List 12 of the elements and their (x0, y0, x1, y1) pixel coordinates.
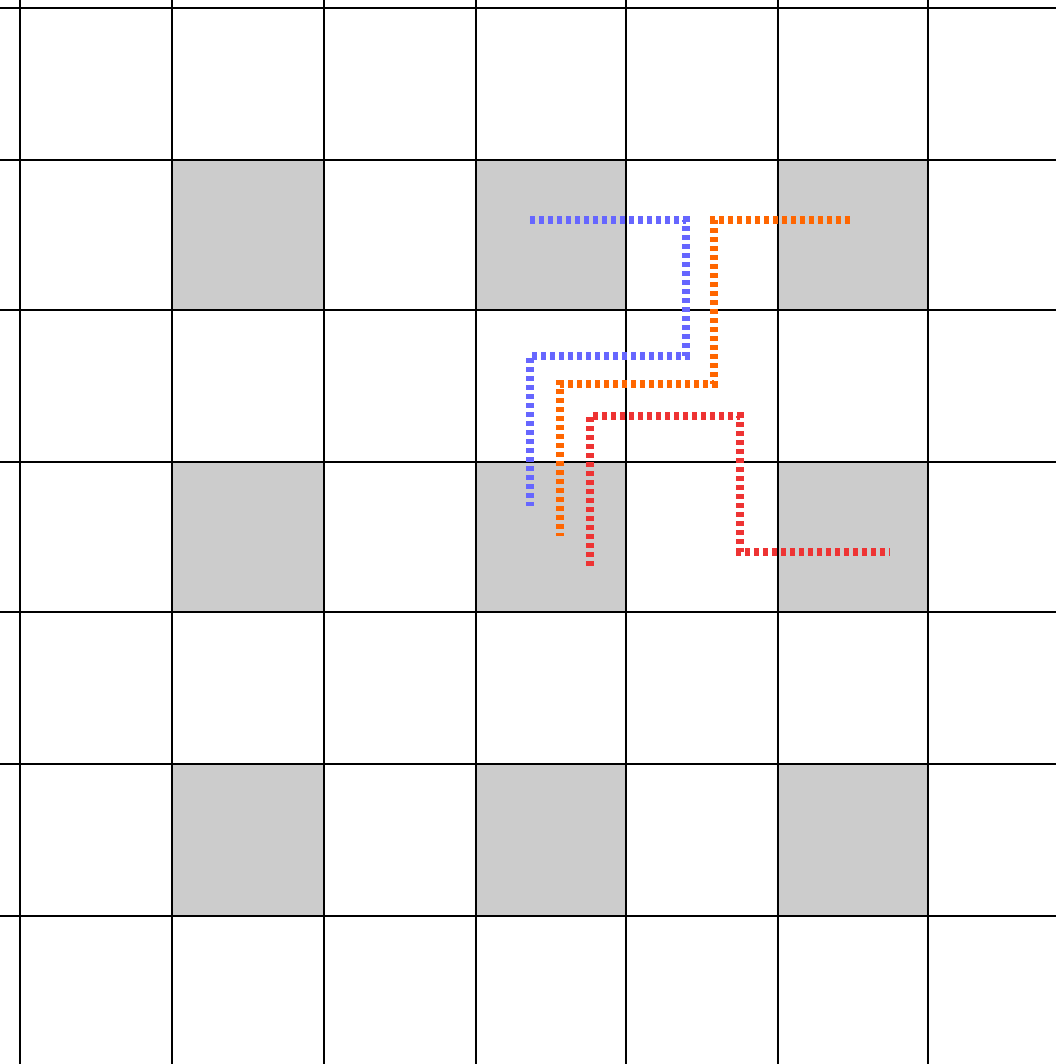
shaded-cell (172, 764, 325, 917)
dotted-path (556, 216, 850, 536)
shaded-cell (778, 764, 929, 917)
dotted-path (526, 216, 690, 506)
shaded-cell (172, 462, 325, 613)
shaded-cell (172, 160, 325, 311)
shaded-cell (778, 462, 929, 613)
shaded-cell (476, 462, 627, 613)
shaded-cell (476, 160, 627, 311)
dotted-path (586, 412, 890, 566)
shaded-cell (778, 160, 929, 311)
shaded-cell (476, 764, 627, 917)
